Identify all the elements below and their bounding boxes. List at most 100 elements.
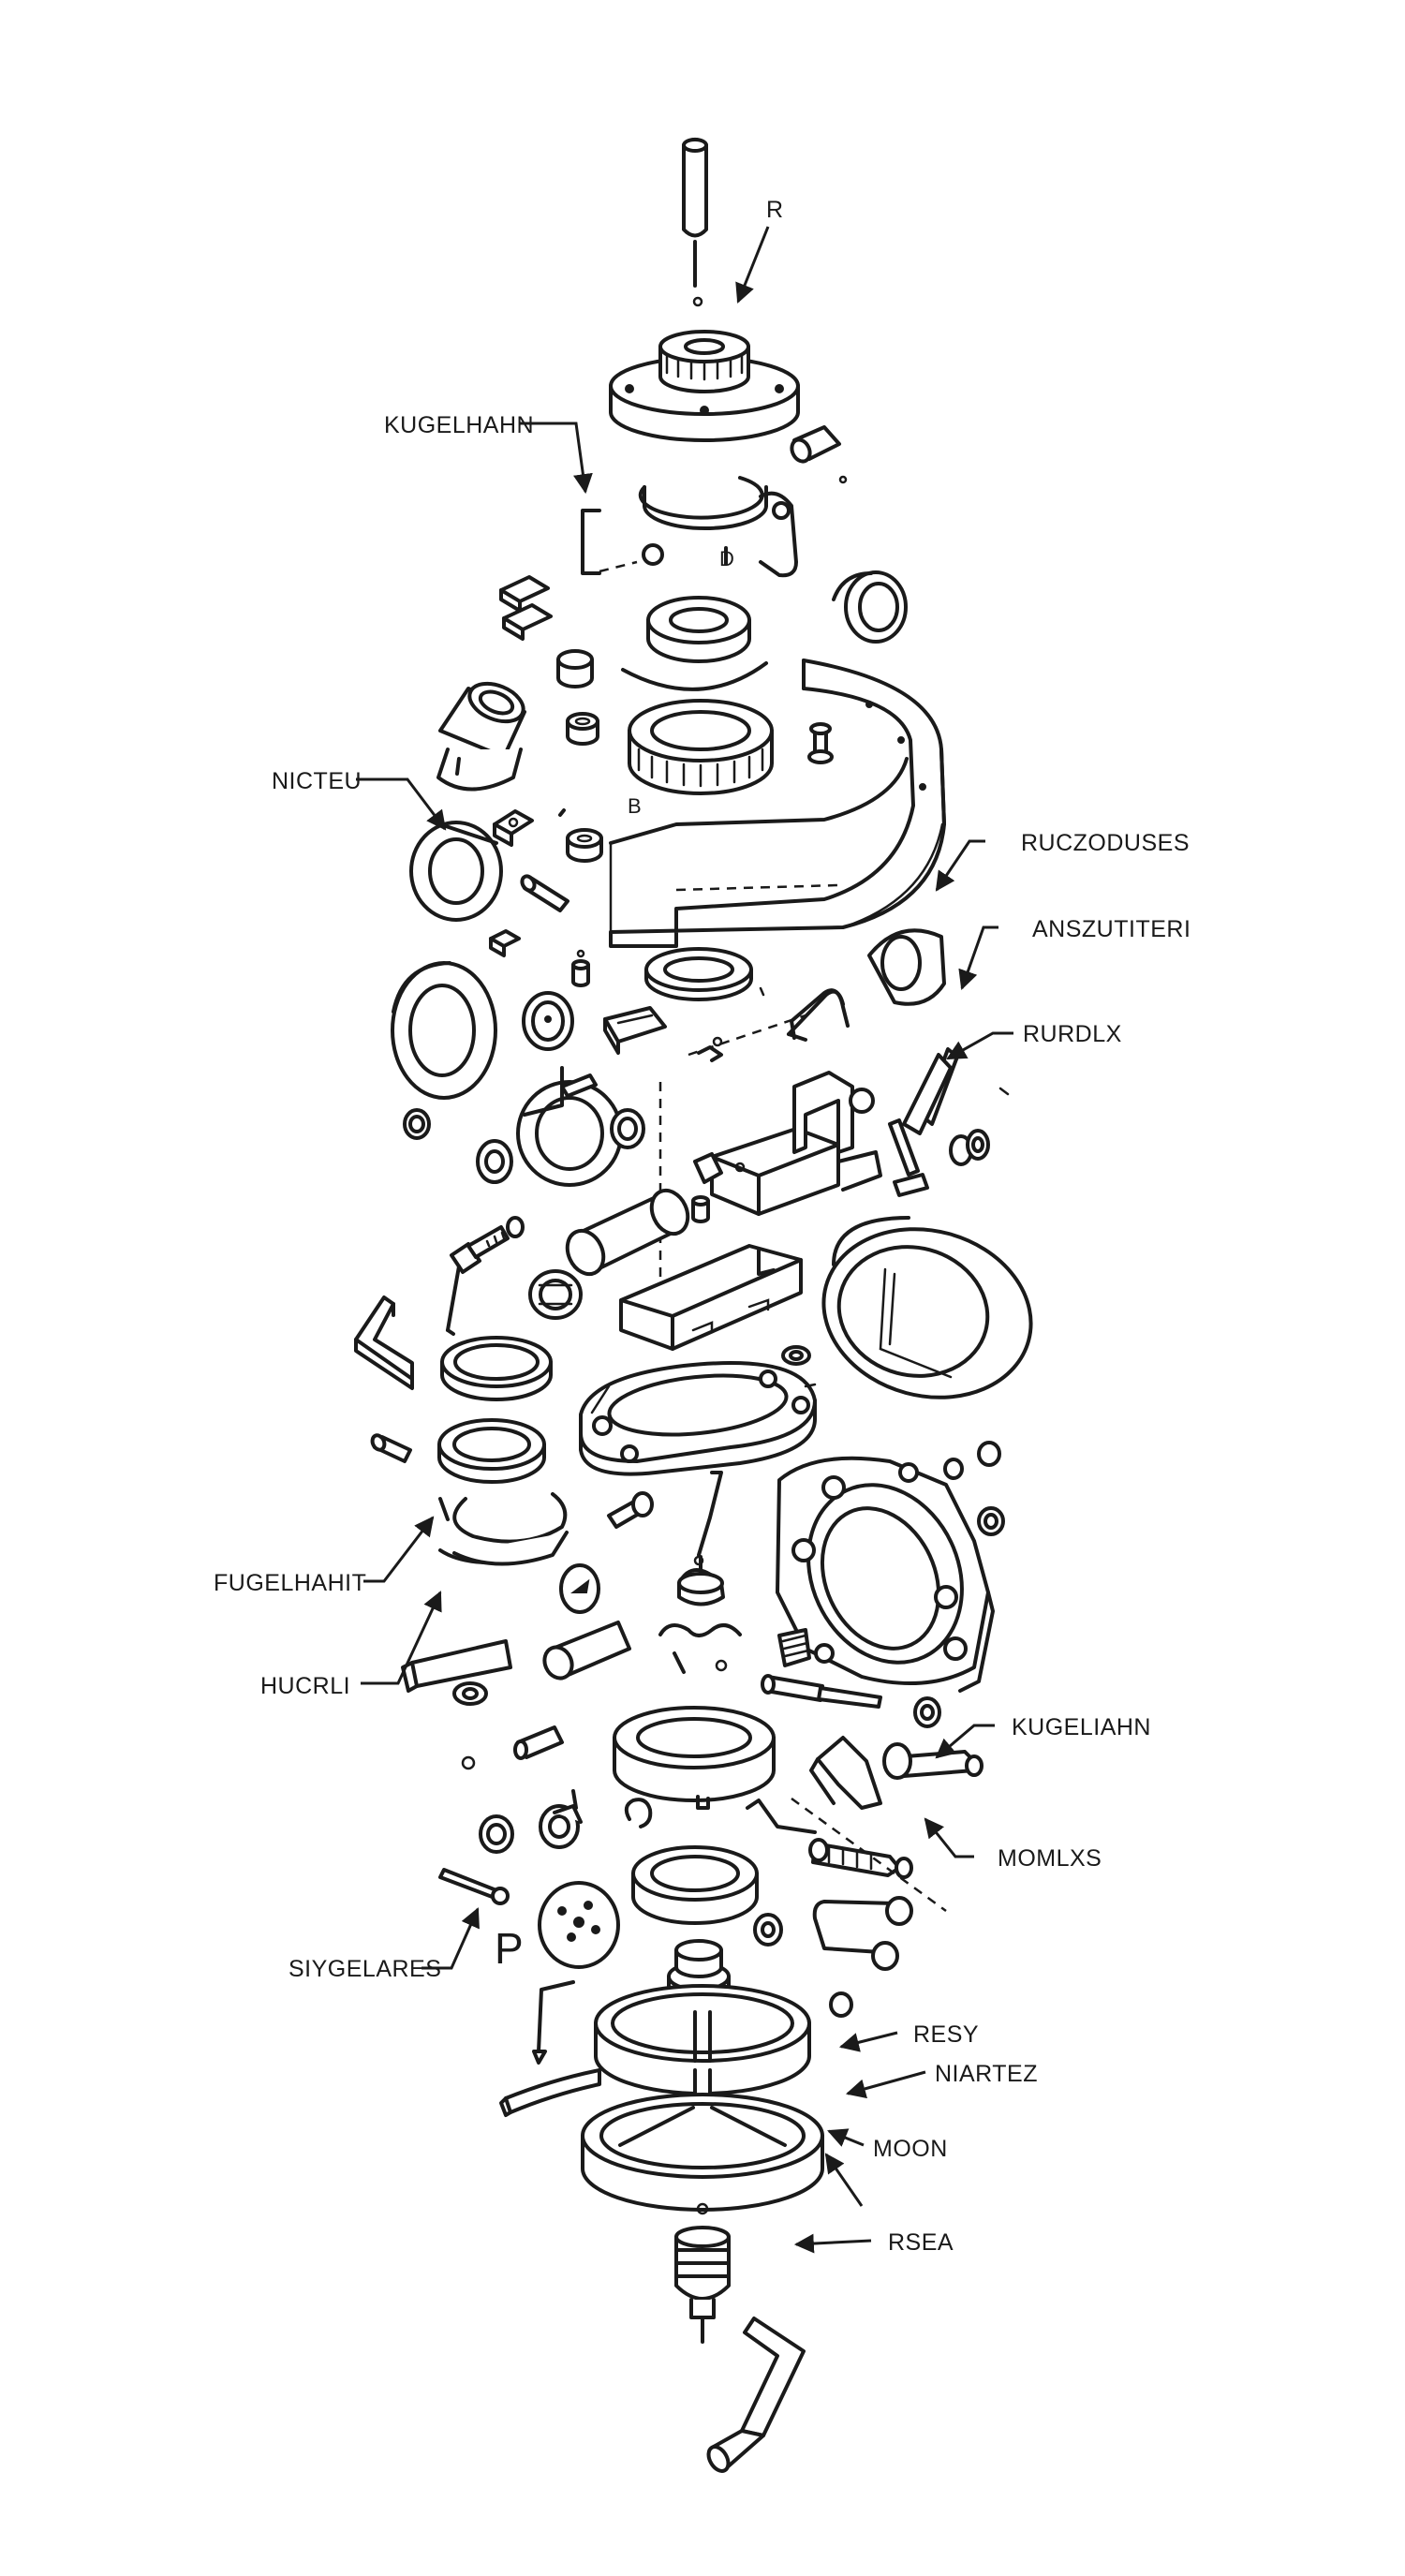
right-hook-part	[759, 491, 798, 578]
j-hook-part	[759, 986, 850, 1040]
small-cylinder-part	[691, 1195, 710, 1223]
tiny-blocks-part	[499, 575, 553, 641]
shim-plate-part	[401, 1639, 512, 1693]
dowel-pin-part	[370, 1433, 412, 1463]
tiny-square-part	[489, 929, 521, 957]
c-clip-part	[624, 1798, 653, 1828]
label-kugelhahn-top: KUGELHAHN	[384, 412, 534, 438]
tiny-cap-part	[829, 1991, 853, 2018]
short-rod-part	[520, 874, 569, 912]
circlip-part	[438, 1492, 569, 1566]
curved-shim-part	[499, 2068, 601, 2117]
mid-disk-ring-part	[613, 1706, 776, 1810]
bracket-assembly-part	[693, 1071, 882, 1216]
lever-bar-part	[902, 1047, 1010, 1135]
tiny-dot-left-part	[461, 1755, 476, 1770]
split-bushing-part	[516, 1066, 645, 1187]
spool-part	[528, 1269, 583, 1320]
label-hucrli: HUCRLI	[260, 1673, 350, 1699]
bent-tube-part	[706, 2317, 806, 2473]
spacer-ring-part	[644, 947, 753, 1001]
small-sleeve-part-2	[566, 712, 599, 746]
slotted-block-part	[603, 1006, 667, 1055]
roller-tube-part	[565, 1188, 690, 1277]
bent-pin-part	[787, 989, 845, 1042]
rectangular-block-part	[619, 1244, 803, 1351]
small-dot-part	[712, 1036, 723, 1047]
large-right-ring-part	[821, 1216, 1033, 1399]
nozzle-part	[674, 2202, 731, 2344]
tiny-ring-part	[403, 1108, 431, 1140]
square-nut-part	[493, 809, 534, 847]
small-plug-part	[790, 425, 848, 484]
valve-body-part	[776, 1456, 995, 1693]
ring-small-b-part	[539, 1789, 583, 1849]
set-screw-part	[607, 1491, 654, 1529]
retaining-ring-part	[638, 476, 768, 530]
leader-lines	[356, 226, 1013, 2254]
right-angle-pin-part	[882, 1742, 984, 1780]
left-clip-part	[581, 509, 638, 575]
bushing-small-part	[522, 991, 574, 1051]
notched-disc-part	[559, 1563, 600, 1614]
clamp-ring-part	[832, 570, 908, 644]
nut-right-a-part	[977, 1441, 1001, 1467]
l-pin-part	[532, 1980, 575, 2065]
main-housing-part	[609, 659, 946, 948]
small-pin-2-part	[673, 1651, 686, 1674]
t-handle-part	[746, 1799, 913, 1879]
gear-ring-part	[628, 699, 774, 795]
small-nut-left-part	[452, 1681, 488, 1706]
seal-ring-lower-part	[437, 1418, 546, 1484]
coil-spring-part	[777, 1628, 811, 1667]
bent-lever-part	[809, 1736, 882, 1810]
lower-ring-part	[631, 1845, 759, 1925]
small-angle-part	[697, 1045, 723, 1062]
left-bushing-part	[409, 821, 503, 922]
top-flange-part	[609, 330, 800, 442]
nut-right-b-part	[943, 1458, 964, 1480]
seal-ring-upper-part	[440, 1336, 553, 1401]
nut-right-c-part	[977, 1506, 1005, 1536]
label-p-mark: P	[495, 1924, 524, 1973]
valve-plug-part	[658, 1555, 742, 1637]
sleeve-pipe-part	[542, 1621, 631, 1680]
hex-bolt-part	[446, 1216, 525, 1336]
label-moon: MOON	[873, 2136, 948, 2162]
label-anszutiteri: ANSZUTITERI	[1032, 916, 1191, 942]
long-bolt-part	[761, 1674, 941, 1728]
tiny-nut-part	[781, 1345, 811, 1366]
label-rsea: RSEA	[888, 2229, 954, 2256]
top-pin-part	[682, 138, 708, 307]
label-siygelares: SIYGELARES	[288, 1956, 441, 1982]
small-nut-part	[642, 543, 664, 566]
label-rurdlx: RURDLX	[1023, 1021, 1122, 1047]
lower-wheel-part	[581, 2093, 824, 2212]
hex-nut-part	[566, 828, 603, 863]
upper-wheel-part	[594, 1984, 811, 2095]
nut-pair-part	[949, 1129, 990, 1166]
axis-link-line	[688, 1014, 806, 1057]
label-fugelhahit: FUGELHAHIT	[214, 1570, 366, 1596]
coupling-cylinder-part	[436, 681, 526, 792]
dash-mark-2	[558, 808, 566, 817]
guide-dash-line	[791, 1797, 947, 1913]
label-momlxs: MOMLXS	[998, 1845, 1102, 1872]
label-nicteu: NICTEU	[272, 768, 362, 794]
center-spring-part	[693, 1471, 723, 1566]
small-cylinder-2-part	[513, 1725, 564, 1760]
clip-ring-right-part	[867, 928, 946, 1006]
small-sleeve-part	[556, 649, 594, 688]
small-pin-part	[807, 722, 834, 764]
label-resy: RESY	[913, 2021, 979, 2048]
center-washer-part	[646, 596, 751, 663]
label-niartez: NIARTEZ	[935, 2061, 1038, 2087]
small-nut-lower-part	[753, 1913, 783, 1947]
small-bolt-part	[571, 949, 590, 987]
label-ruczoduses: RUCZODUSES	[1021, 830, 1190, 856]
locating-pin-part	[438, 1868, 510, 1905]
small-spring-part	[888, 1118, 929, 1197]
large-left-ring-part	[391, 961, 497, 1100]
angle-bracket-part	[354, 1295, 414, 1390]
